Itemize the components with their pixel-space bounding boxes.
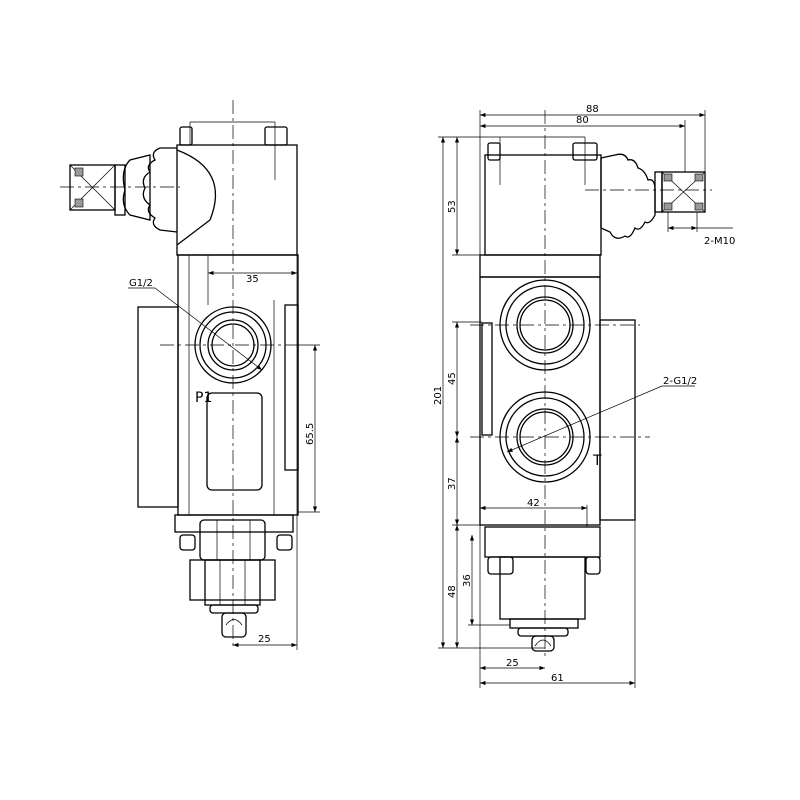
dim-25-left: 25 [258, 634, 271, 645]
dim-36: 36 [462, 574, 473, 587]
ports-label-2-g1-2: 2-G1/2 [663, 376, 697, 387]
dim-25-right: 25 [506, 658, 519, 669]
dim-42: 42 [527, 498, 540, 509]
port-name-p1: P1 [195, 390, 212, 406]
dim-61: 61 [551, 673, 564, 684]
dim-88: 88 [586, 104, 599, 115]
dim-45: 45 [447, 372, 458, 385]
dim-65-5: 65.5 [305, 423, 316, 445]
dim-53: 53 [447, 200, 458, 213]
dim-35: 35 [246, 274, 259, 285]
left-view: 35 65.5 25 G1/2 P1 [60, 100, 320, 650]
dim-37: 37 [447, 477, 458, 490]
connector-label-2-m10: 2-M10 [704, 236, 735, 247]
port-label-g1-2: G1/2 [129, 278, 153, 289]
dim-201: 201 [433, 386, 444, 405]
dim-48: 48 [447, 585, 458, 598]
dim-80: 80 [576, 115, 589, 126]
right-view: 88 80 2-M10 201 53 45 37 48 36 42 25 61 [433, 104, 735, 688]
port-name-t: T [592, 453, 602, 469]
